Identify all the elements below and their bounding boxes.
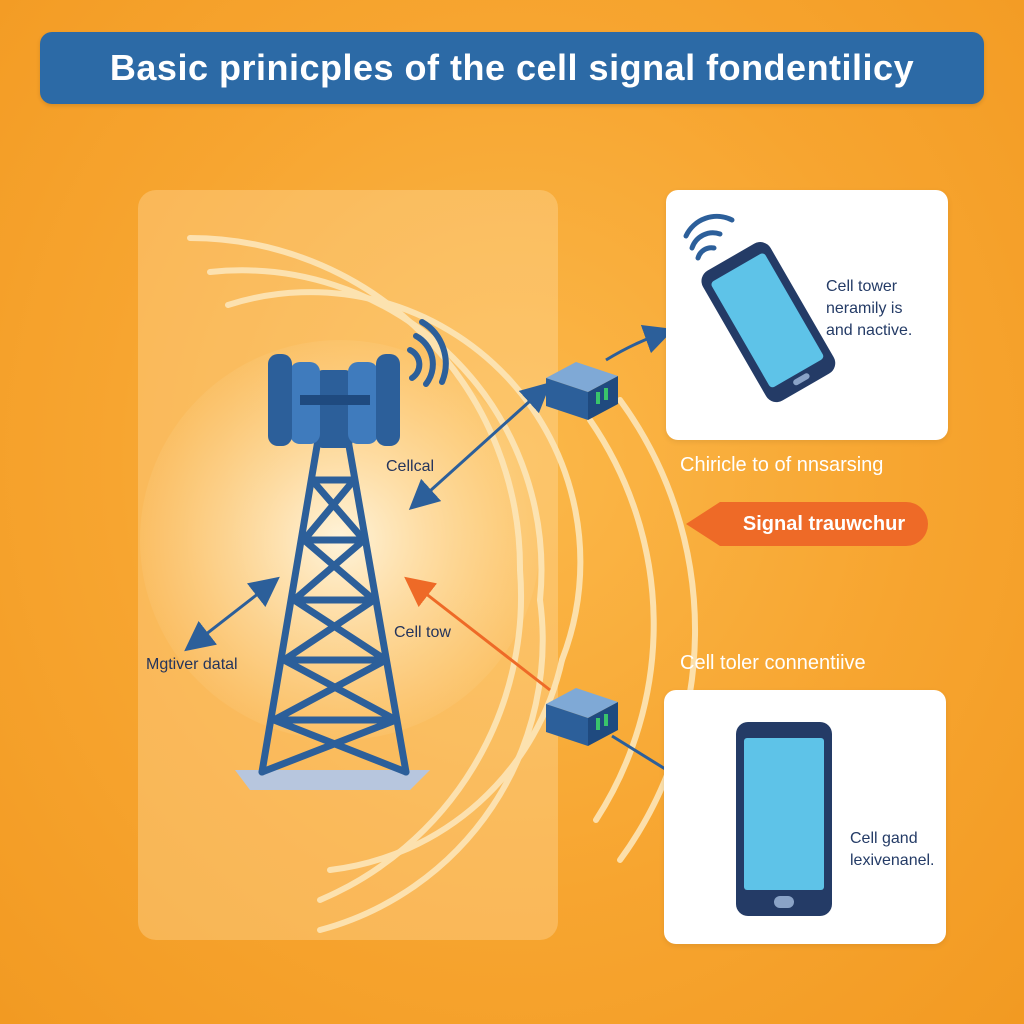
signal-pill: Signal trauwchur bbox=[720, 502, 928, 546]
router-phone-arrow bbox=[605, 324, 675, 362]
phone-card-bottom: Cell gand lexivenanel. bbox=[664, 690, 946, 944]
router-icon bbox=[546, 688, 618, 746]
label-tower-upper: Cellcal bbox=[386, 458, 435, 475]
uplink-arrow bbox=[404, 576, 551, 692]
label-left-arrow: Mgtiver datal bbox=[146, 656, 238, 673]
label-middle-right: Chiricle to of nnsarsing bbox=[680, 454, 884, 476]
title-banner: Basic prinicples of the cell signal fond… bbox=[40, 32, 984, 104]
signal-pill-label: Signal trauwchur bbox=[742, 512, 906, 535]
phone-card-top: Cell tower neramily is and nactive. bbox=[666, 190, 948, 440]
smartphone-icon bbox=[701, 242, 836, 403]
signal-waves bbox=[187, 235, 699, 933]
label-tower-mid: Cell tow bbox=[394, 624, 451, 641]
cell-tower-icon bbox=[235, 354, 430, 790]
smartphone-icon bbox=[736, 722, 832, 916]
signal-pill-arrowhead bbox=[686, 502, 720, 546]
page-title: Basic prinicples of the cell signal fond… bbox=[109, 47, 915, 88]
tower-router-arrow bbox=[408, 381, 552, 511]
label-lower-right: Cell toler connentiive bbox=[680, 652, 866, 674]
card-bottom-text: Cell gand lexivenanel. bbox=[850, 830, 935, 869]
wifi-signal-icon bbox=[407, 319, 449, 387]
wifi-signal-icon bbox=[683, 213, 735, 261]
data-arrow bbox=[184, 576, 280, 652]
card-top-text: Cell tower neramily is and nactive. bbox=[826, 278, 913, 339]
router-icon bbox=[546, 362, 618, 420]
